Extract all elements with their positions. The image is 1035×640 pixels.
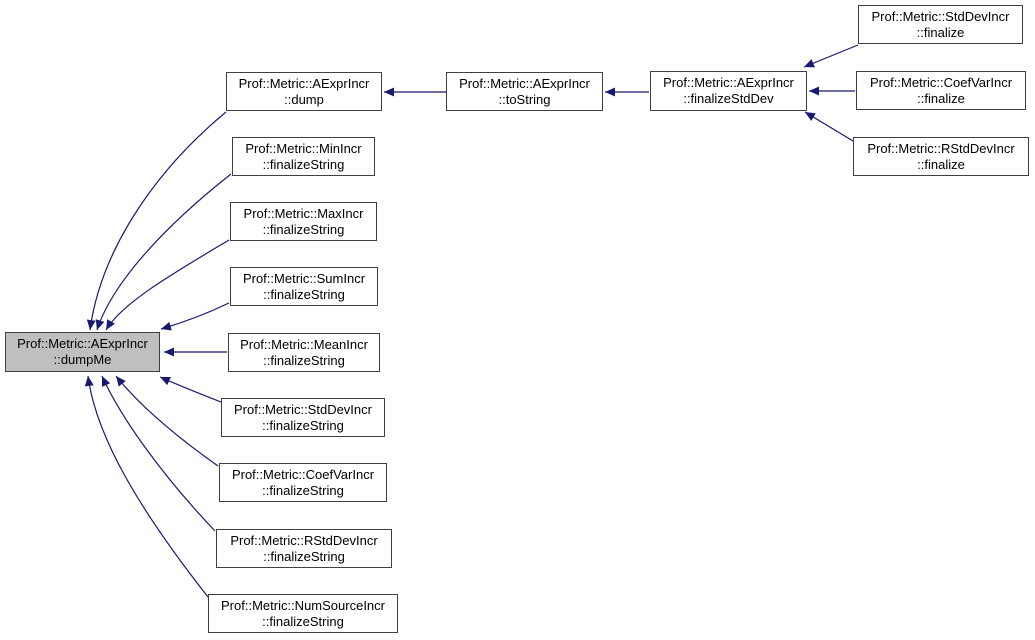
node-label-line2: ::dumpMe <box>53 352 112 367</box>
node-label-line1: Prof::Metric::MinIncr <box>245 140 362 156</box>
node-label-line1: Prof::Metric::AExprIncr <box>459 75 590 91</box>
node-aexprincr-dumpme: Prof::Metric::AExprIncr ::dumpMe <box>5 332 160 372</box>
node-numsourceincr-finalizestring[interactable]: Prof::Metric::NumSourceIncr ::finalizeSt… <box>208 594 398 633</box>
edge-coefvarincr-finalizestring-to-aexprincr-dumpme <box>115 375 219 467</box>
node-label-line1: Prof::Metric::AExprIncr <box>17 336 148 351</box>
node-label-line1: Prof::Metric::MeanIncr <box>240 336 368 352</box>
node-coefvarincr-finalizestring[interactable]: Prof::Metric::CoefVarIncr ::finalizeStri… <box>219 463 387 502</box>
node-label-line2: ::finalize <box>917 90 965 106</box>
node-label-line1: Prof::Metric::AExprIncr <box>663 75 794 90</box>
node-label-line2: ::finalize <box>917 156 965 172</box>
node-label-line2: ::finalizeStdDev <box>683 91 774 106</box>
edge-rstddevincr-finalizestring-to-aexprincr-dumpme <box>101 375 216 532</box>
node-rstddevincr-finalizestring[interactable]: Prof::Metric::RStdDevIncr ::finalizeStri… <box>216 529 392 568</box>
edge-rstddevincr-finalize-to-aexprincr-finalizestddev <box>804 111 854 142</box>
node-meanincr-finalizestring[interactable]: Prof::Metric::MeanIncr ::finalizeString <box>228 333 380 372</box>
edge-maxincr-finalizestring-to-aexprincr-dumpme <box>105 239 230 331</box>
node-label-line1: Prof::Metric::SumIncr <box>242 270 366 286</box>
node-stddevincr-finalize[interactable]: Prof::Metric::StdDevIncr ::finalize <box>858 5 1023 44</box>
node-label-line2: ::finalizeString <box>263 286 345 302</box>
edge-numsourceincr-finalizestring-to-aexprincr-dumpme <box>84 375 209 598</box>
node-rstddevincr-finalize[interactable]: Prof::Metric::RStdDevIncr ::finalize <box>853 137 1029 176</box>
node-stddevincr-finalizestring[interactable]: Prof::Metric::StdDevIncr ::finalizeStrin… <box>221 398 385 437</box>
node-aexprincr-dump[interactable]: Prof::Metric::AExprIncr ::dump <box>226 72 382 111</box>
node-sumincr-finalizestring[interactable]: Prof::Metric::SumIncr ::finalizeString <box>230 267 378 306</box>
edge-stddevincr-finalizestring-to-aexprincr-dumpme <box>159 376 222 403</box>
edge-stddevincr-finalize-to-aexprincr-finalizestddev <box>803 44 859 68</box>
node-label-line1: Prof::Metric::StdDevIncr <box>871 8 1010 24</box>
node-label-line2: ::finalizeString <box>262 156 345 172</box>
edge-minincr-finalizestring-to-aexprincr-dumpme <box>95 173 232 331</box>
edge-sumincr-finalizestring-to-aexprincr-dumpme <box>160 302 230 331</box>
edge-aexprincr-dump-to-aexprincr-dumpme <box>86 111 227 331</box>
node-label-line1: Prof::Metric::CoefVarIncr <box>869 74 1013 90</box>
node-label-line2: ::dump <box>284 91 324 107</box>
node-label-line1: Prof::Metric::CoefVarIncr <box>231 466 375 482</box>
node-label-line2: ::finalizeString <box>263 352 345 368</box>
node-label-line2: ::finalizeString <box>262 482 344 498</box>
node-aexprincr-tostring[interactable]: Prof::Metric::AExprIncr ::toString <box>446 72 603 111</box>
node-label-line2: ::finalize <box>916 24 965 40</box>
node-label-line1: Prof::Metric::NumSourceIncr <box>221 597 385 613</box>
node-label-line2: ::toString <box>498 91 551 107</box>
node-label-line2: ::finalizeString <box>262 417 344 433</box>
node-label-line1: Prof::Metric::RStdDevIncr <box>867 140 1015 156</box>
node-label-line2: ::finalizeString <box>262 613 344 629</box>
node-label-line2: ::finalizeString <box>262 221 345 237</box>
node-aexprincr-finalizestddev[interactable]: Prof::Metric::AExprIncr ::finalizeStdDev <box>650 71 807 111</box>
node-coefvarincr-finalize[interactable]: Prof::Metric::CoefVarIncr ::finalize <box>856 71 1026 110</box>
node-minincr-finalizestring[interactable]: Prof::Metric::MinIncr ::finalizeString <box>232 137 375 176</box>
node-label-line1: Prof::Metric::StdDevIncr <box>234 401 372 417</box>
node-label-line1: Prof::Metric::RStdDevIncr <box>230 532 378 548</box>
node-maxincr-finalizestring[interactable]: Prof::Metric::MaxIncr ::finalizeString <box>230 202 377 241</box>
node-label-line1: Prof::Metric::MaxIncr <box>243 205 364 221</box>
node-label-line2: ::finalizeString <box>263 548 345 564</box>
node-label-line1: Prof::Metric::AExprIncr <box>238 75 370 91</box>
